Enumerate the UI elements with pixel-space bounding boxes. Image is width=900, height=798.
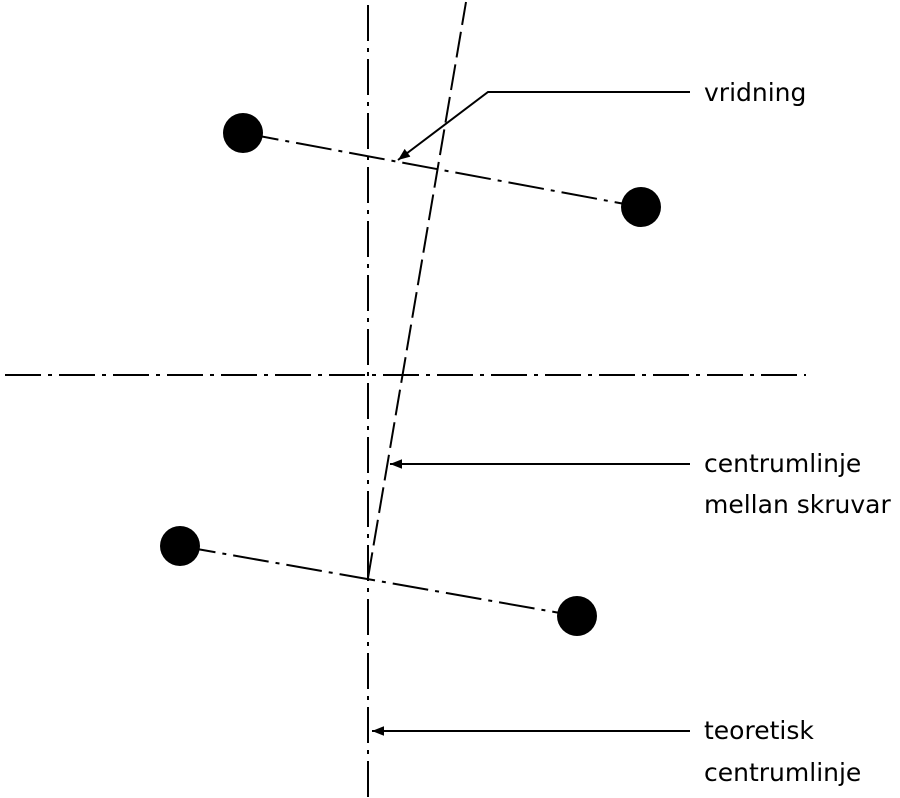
bolt-lower-right: [557, 596, 597, 636]
bolt-upper-right: [621, 187, 661, 227]
lower-bolt-connector: [179, 545, 578, 617]
twist-leader-arrow: [397, 91, 690, 161]
theoretical-centerline-label-line1: teoretisk: [704, 716, 814, 745]
bolt-centerline-label-line1: centrumlinje: [704, 449, 861, 478]
theoretical-centerline-label-line2: centrumlinje: [704, 758, 861, 787]
bolt-lower-left: [160, 526, 200, 566]
bolt-centerline: [367, 1, 467, 579]
bolt-upper-left: [223, 113, 263, 153]
upper-bolt-connector: [242, 132, 642, 208]
bolt-centerline-label-line2: mellan skruvar: [704, 490, 891, 519]
twist-label: vridning: [704, 78, 806, 107]
